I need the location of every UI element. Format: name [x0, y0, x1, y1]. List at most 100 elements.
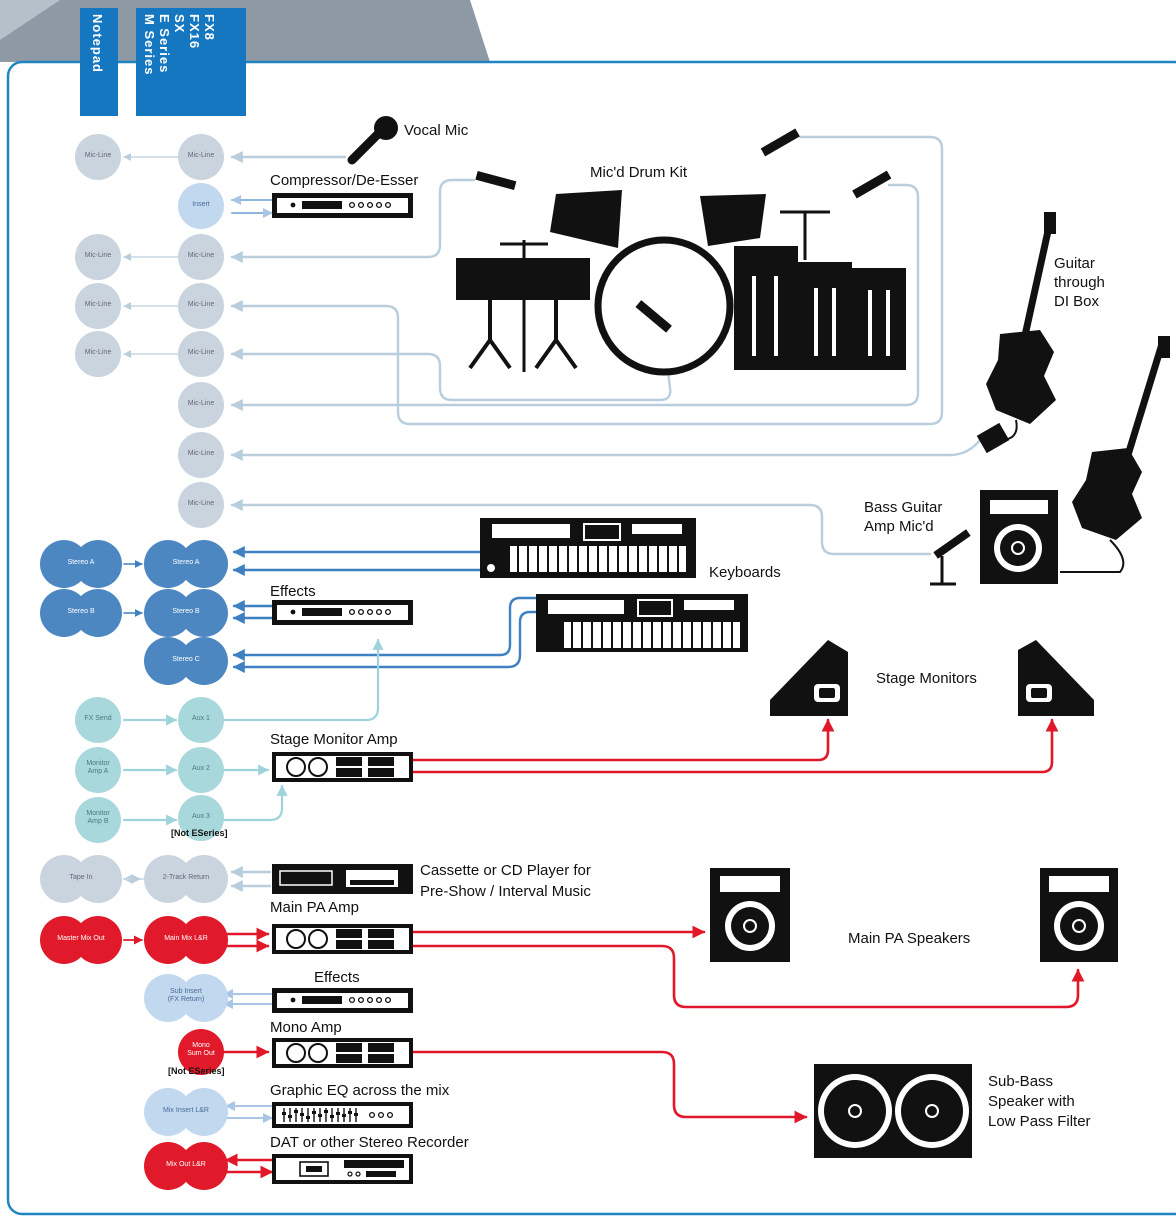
keyboard-1[interactable]: [480, 518, 696, 578]
node-mic-line-3[interactable]: [178, 234, 224, 280]
node-stereo-a-col1-r[interactable]: [74, 540, 122, 588]
mono-amp-unit[interactable]: [272, 1038, 413, 1068]
node-label-mic-line-5a: Mic-Line: [84, 349, 112, 356]
node-label-sub-insert: Sub Insert (FX Return): [158, 988, 214, 1004]
node-label-mic-line-7: Mic-Line: [187, 450, 215, 457]
node-aux-3[interactable]: [178, 795, 224, 841]
tab-notepad[interactable]: [80, 8, 118, 116]
node-stereo-a-col1-l[interactable]: [40, 540, 88, 588]
label-effects-1: Effects: [270, 583, 316, 600]
node-label-monitor-amp-b-l2: Amp B: [87, 818, 109, 825]
mixer-nodes: [40, 134, 228, 1190]
label-sub-bass-line3: Low Pass Filter: [988, 1113, 1091, 1130]
node-aux-1[interactable]: [178, 697, 224, 743]
node-stereo-c-r[interactable]: [180, 637, 228, 685]
tab-fx-line-fx16: FX16: [187, 14, 202, 50]
label-main-pa-speakers: Main PA Speakers: [848, 930, 971, 947]
sub-bass-speaker-icon: [814, 1064, 972, 1158]
node-mix-insert-r[interactable]: [180, 1088, 228, 1136]
node-stereo-a-l[interactable]: [144, 540, 192, 588]
node-label-return: 2-Track Return: [162, 874, 210, 881]
node-label-stereo-b: Stereo B: [172, 608, 200, 615]
node-mic-line-8[interactable]: [178, 482, 224, 528]
tab-notepad-text: Notepad: [90, 14, 105, 73]
node-label-mic-line-1: Mic-Line: [187, 152, 215, 159]
label-guitar-di: Guitar through DI Box: [1054, 254, 1105, 311]
node-sub-insert-r[interactable]: [180, 974, 228, 1022]
node-label-mic-line-8: Mic-Line: [187, 500, 215, 507]
label-compressor: Compressor/De-Esser: [270, 172, 419, 189]
main-pa-amp-unit[interactable]: [272, 924, 413, 954]
note-not-e-series-2: [Not ESeries]: [168, 1066, 225, 1076]
node-mix-out-l[interactable]: [144, 1142, 192, 1190]
node-mix-insert-l[interactable]: [144, 1088, 192, 1136]
node-label-mic-line-6: Mic-Line: [187, 400, 215, 407]
node-stereo-a-r[interactable]: [180, 540, 228, 588]
node-label-mono-out-l2: Sum Out: [187, 1050, 215, 1057]
node-label-insert: Insert: [192, 201, 210, 208]
node-label-stereo-a-col1: Stereo A: [67, 559, 95, 566]
node-mic-line-7[interactable]: [178, 432, 224, 478]
node-mic-line-4a[interactable]: [75, 283, 121, 329]
label-bass-amp: Bass Guitar Amp Mic'd: [864, 498, 942, 536]
node-mic-line-1a[interactable]: [75, 134, 121, 180]
node-return-l[interactable]: [144, 855, 192, 903]
node-label-tape-in: Tape In: [69, 874, 93, 881]
guitar-icon: [976, 212, 1056, 454]
node-sub-insert-l[interactable]: [144, 974, 192, 1022]
node-mic-line-1[interactable]: [178, 134, 224, 180]
graphic-eq-unit[interactable]: [272, 1102, 413, 1128]
dat-recorder-unit[interactable]: [272, 1154, 413, 1184]
node-main-mix-r[interactable]: [180, 916, 228, 964]
effects-unit-1[interactable]: [272, 600, 413, 625]
node-mic-line-5[interactable]: [178, 331, 224, 377]
node-mono-out[interactable]: [178, 1029, 224, 1075]
node-label-mix-insert: Mix Insert L&R: [163, 1107, 209, 1114]
tab-fx-series[interactable]: [136, 8, 246, 116]
node-mic-line-4[interactable]: [178, 283, 224, 329]
label-sub-bass: Sub-Bass Speaker with Low Pass Filter: [988, 1072, 1091, 1132]
node-stereo-b-col1-r[interactable]: [74, 589, 122, 637]
node-mic-line-3a[interactable]: [75, 234, 121, 280]
node-fx-send[interactable]: [75, 697, 121, 743]
node-insert[interactable]: [178, 183, 224, 229]
stage-monitor-amp-unit[interactable]: [272, 752, 413, 782]
effects-unit-2[interactable]: [272, 988, 413, 1013]
node-label-mic-line-1a: Mic-Line: [84, 152, 112, 159]
tab-fx-line-mseries: M Series: [142, 14, 157, 76]
node-mic-line-5a[interactable]: [75, 331, 121, 377]
node-mix-out-r[interactable]: [180, 1142, 228, 1190]
node-main-mix-l[interactable]: [144, 916, 192, 964]
node-aux-2[interactable]: [178, 747, 224, 793]
node-monitor-amp-a[interactable]: [75, 747, 121, 793]
compressor-unit[interactable]: [272, 193, 413, 218]
node-return-r[interactable]: [180, 855, 228, 903]
cables: [122, 135, 1085, 1179]
node-label-stereo-a: Stereo A: [172, 559, 200, 566]
stage-monitor-right-icon: [1018, 640, 1094, 716]
node-stereo-b-col1-l[interactable]: [40, 589, 88, 637]
node-label-monitor-amp-b-l1: Monitor: [86, 810, 110, 817]
label-keyboards: Keyboards: [709, 564, 781, 581]
node-label-aux-3: Aux 3: [192, 813, 210, 820]
node-label-mix-out: Mix Out L&R: [166, 1161, 206, 1168]
node-master-mix-r[interactable]: [74, 916, 122, 964]
node-tape-in-l[interactable]: [40, 855, 88, 903]
node-stereo-b-r[interactable]: [180, 589, 228, 637]
label-dat: DAT or other Stereo Recorder: [270, 1134, 469, 1151]
node-mic-line-6[interactable]: [178, 382, 224, 428]
bass-amp-icon: [930, 490, 1058, 586]
cassette-player-unit[interactable]: [272, 864, 413, 894]
node-label-mic-line-4a: Mic-Line: [84, 301, 112, 308]
tab-fx-line-sx: SX: [172, 14, 187, 34]
tab-fx-line-eseries: E Series: [157, 14, 172, 74]
node-tape-in-r[interactable]: [74, 855, 122, 903]
node-master-mix-l[interactable]: [40, 916, 88, 964]
node-stereo-c-l[interactable]: [144, 637, 192, 685]
node-monitor-amp-b[interactable]: [75, 797, 121, 843]
node-label-mono-out: Mono Sum Out: [173, 1042, 229, 1058]
main-pa-speaker-right-icon: [1040, 868, 1118, 962]
bass-guitar-icon: [1060, 336, 1170, 573]
keyboard-2[interactable]: [536, 594, 748, 652]
node-stereo-b-l[interactable]: [144, 589, 192, 637]
